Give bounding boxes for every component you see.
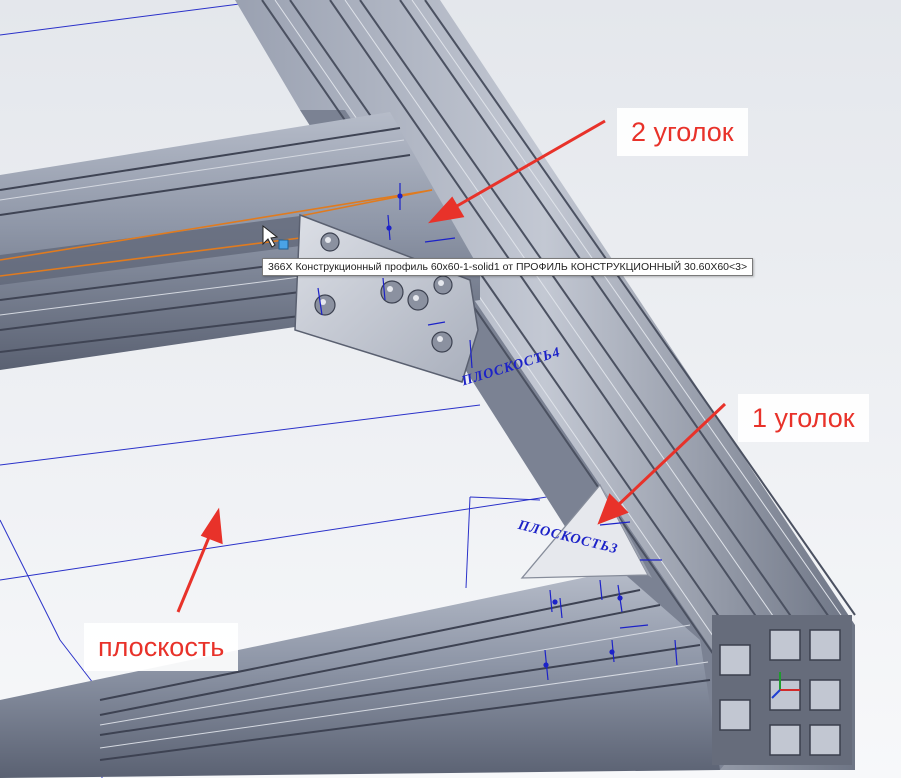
callout-corner-1: 1 уголок — [738, 394, 869, 443]
cursor-arrow-icon — [262, 224, 289, 250]
reference-plane[interactable] — [0, 0, 561, 778]
corner-bracket-2[interactable] — [294, 213, 479, 383]
lower-horizontal-profile-rail[interactable] — [0, 570, 720, 778]
hover-tooltip: 366X Конструкционный профиль 60x60-1-sol… — [262, 258, 754, 276]
mate-markers — [317, 183, 678, 681]
triad-axes-icon — [771, 672, 800, 699]
selected-edge-highlight — [0, 189, 433, 277]
callout-corner-2: 2 уголок — [617, 108, 748, 157]
callout-plane: плоскость — [84, 623, 239, 672]
annotation-arrows — [176, 119, 727, 613]
selection-marker-icon — [278, 239, 289, 250]
